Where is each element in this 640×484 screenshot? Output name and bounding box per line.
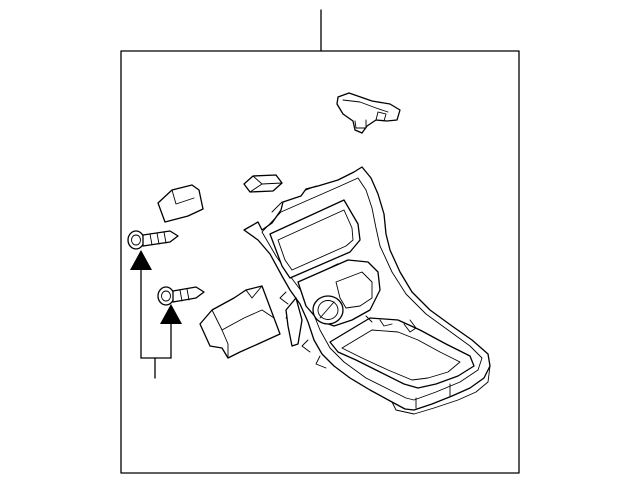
arrow-marker-upper <box>130 250 152 270</box>
small-clip-center <box>243 174 283 193</box>
small-clip-left <box>157 184 204 223</box>
screw-upper <box>127 230 179 250</box>
arrow-marker-lower <box>160 304 182 324</box>
side-bracket <box>199 285 303 359</box>
diagram-frame <box>120 50 520 474</box>
upper-bracket <box>336 92 401 134</box>
screw-lower <box>157 286 205 306</box>
center-console-trim-panel <box>243 166 491 415</box>
callout-line-screws <box>140 269 172 379</box>
